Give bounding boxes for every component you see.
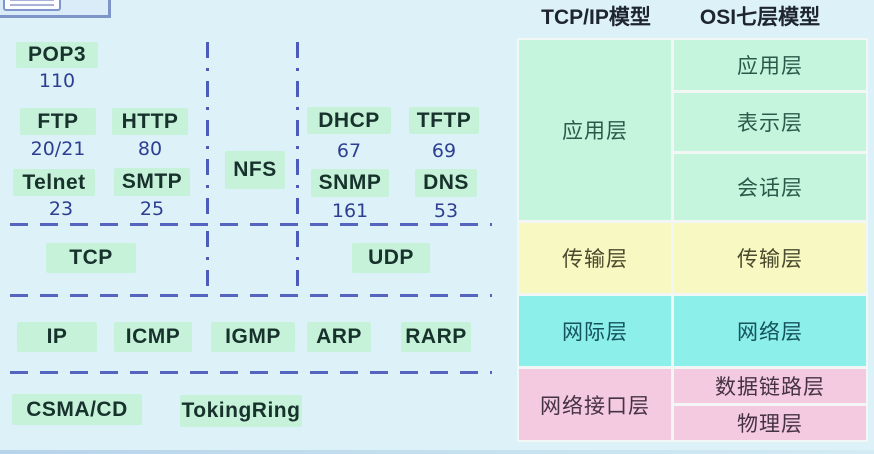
dashed-divider-vertical-1	[206, 42, 209, 223]
port-snmp: 161	[331, 200, 369, 222]
protocol-chip-dhcp: DHCP	[307, 107, 391, 134]
tcpip-transport-cell: 传输层	[519, 223, 671, 293]
port-smtp: 25	[139, 198, 165, 220]
protocol-chip-telnet: Telnet	[13, 169, 95, 196]
tcpip-network-interface-cell: 网络接口层	[519, 369, 671, 440]
dashed-divider-horizontal-2	[10, 294, 492, 297]
osi-physical-cell: 物理层	[674, 406, 866, 440]
port-dns: 53	[433, 200, 459, 222]
protocol-chip-udp: UDP	[352, 243, 430, 273]
list-line-icon	[10, 4, 54, 6]
bottom-edge-strip	[0, 450, 874, 454]
list-line-icon	[10, 0, 54, 1]
dashed-divider-vertical-4	[296, 231, 299, 291]
osi-network-cell: 网络层	[674, 296, 866, 366]
protocol-chip-dns: DNS	[415, 169, 477, 197]
port-http: 80	[137, 138, 163, 160]
protocol-chip-nfs: NFS	[225, 151, 285, 189]
protocol-chip-icmp: ICMP	[114, 322, 192, 352]
osi-transport-cell: 传输层	[674, 223, 866, 293]
tcpip-model-header: TCP/IP模型	[541, 6, 651, 29]
protocol-chip-snmp: SNMP	[311, 169, 389, 197]
osi-application-cell: 应用层	[674, 40, 866, 90]
protocol-chip-ftp: FTP	[20, 108, 96, 135]
protocol-chip-tftp: TFTP	[409, 107, 479, 134]
port-dhcp: 67	[336, 140, 362, 162]
port-telnet: 23	[48, 198, 74, 220]
protocol-chip-arp: ARP	[307, 322, 371, 352]
protocol-chip-http: HTTP	[112, 108, 188, 135]
port-ftp: 20/21	[30, 138, 86, 160]
tcpip-internet-cell: 网际层	[519, 296, 671, 366]
protocol-chip-ip: IP	[17, 322, 97, 352]
osi-datalink-cell: 数据链路层	[674, 369, 866, 403]
dashed-divider-horizontal-3	[10, 371, 492, 374]
model-comparison-table: 应用层 应用层 表示层 会话层 传输层 传输层 网际层 网络层 网络接口层 数据…	[517, 38, 868, 442]
protocol-chip-tcp: TCP	[46, 243, 136, 273]
osi-presentation-cell: 表示层	[674, 93, 866, 151]
list-icon	[3, 0, 61, 11]
port-pop3: 110	[38, 70, 76, 92]
protocol-chip-rarp: RARP	[401, 322, 471, 352]
window-fragment	[0, 0, 111, 18]
dashed-divider-vertical-3	[206, 231, 209, 291]
osi-model-header: OSI七层模型	[699, 6, 821, 29]
protocol-chip-pop3: POP3	[16, 42, 98, 68]
dashed-divider-vertical-2	[296, 42, 299, 223]
osi-session-cell: 会话层	[674, 154, 866, 220]
protocol-chip-csmacd: CSMA/CD	[12, 394, 142, 425]
protocol-chip-smtp: SMTP	[114, 168, 190, 196]
port-tftp: 69	[431, 140, 457, 162]
dashed-divider-horizontal-1	[10, 223, 492, 226]
protocol-chip-tokingring: TokingRing	[180, 395, 302, 427]
protocol-chip-igmp: IGMP	[211, 322, 295, 352]
tcpip-application-cell: 应用层	[519, 40, 671, 220]
